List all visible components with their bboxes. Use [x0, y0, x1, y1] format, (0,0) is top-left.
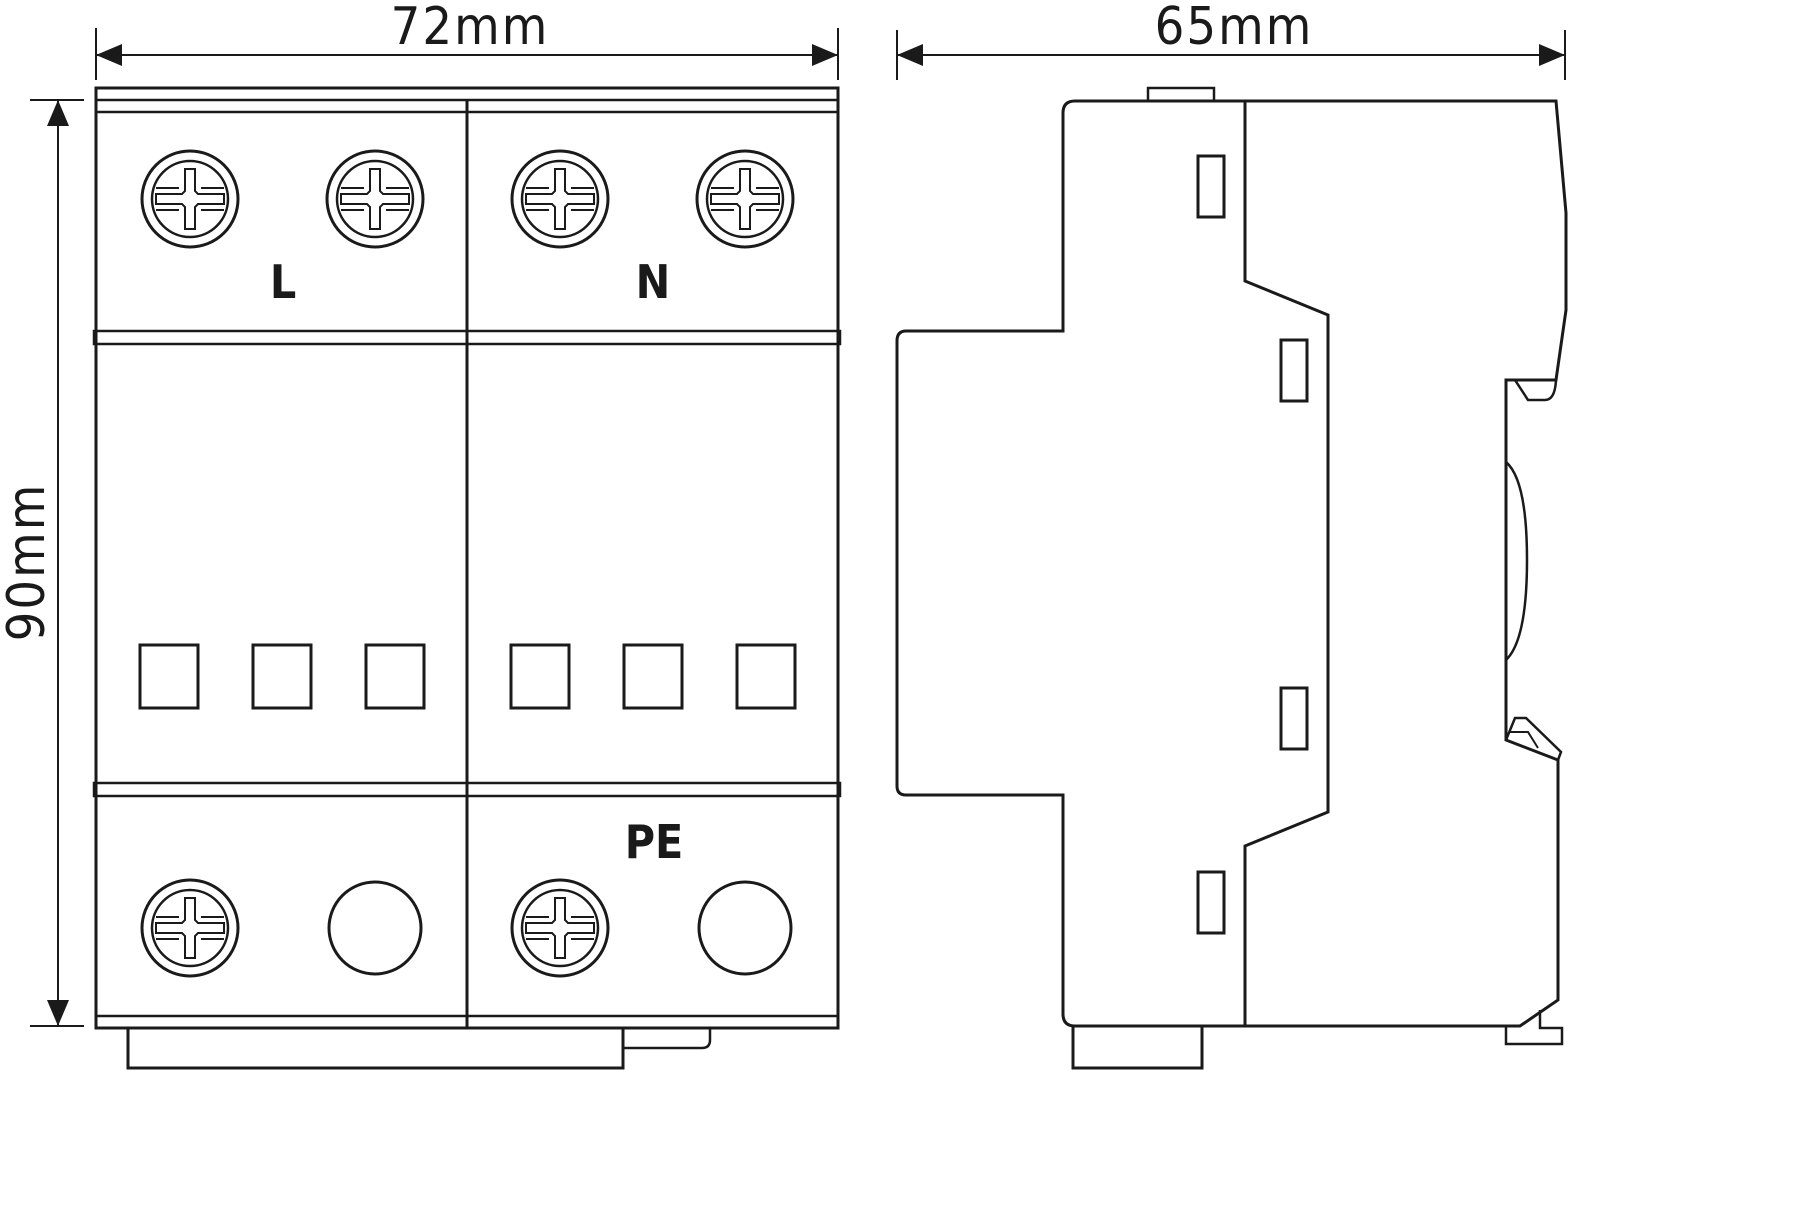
side-clip	[1279, 686, 1309, 751]
label-line: L	[270, 255, 296, 309]
indicator-window	[138, 643, 200, 710]
indicator-window	[622, 643, 684, 710]
terminal-screw	[510, 878, 610, 978]
rail-hook-upper	[1513, 379, 1558, 402]
indicator-window	[251, 643, 313, 710]
din-rail-base	[1071, 1024, 1204, 1070]
arrowhead-left	[897, 44, 923, 66]
terminal-screw	[140, 878, 240, 978]
terminal-hole	[697, 880, 793, 976]
side-view	[895, 86, 1568, 1070]
surge-protector-dimension-drawing: 72mm 90mm 65mm	[0, 0, 1568, 1070]
indicator-window	[735, 643, 797, 710]
terminal-hole	[327, 880, 423, 976]
terminal-screw	[510, 149, 610, 249]
width-label: 72mm	[391, 0, 550, 57]
side-clip	[1279, 338, 1309, 403]
height-dimension: 90mm	[0, 99, 84, 1027]
width-dimension: 72mm	[95, 0, 839, 80]
rail-curve	[1505, 461, 1529, 661]
front-view: L N PE	[92, 86, 842, 1070]
height-label: 90mm	[0, 483, 57, 642]
arrowhead-up	[47, 100, 69, 126]
terminal-screw	[695, 149, 795, 249]
terminal-screw	[325, 149, 425, 249]
arrowhead-right	[812, 44, 838, 66]
arrowhead-left	[96, 44, 122, 66]
side-clip	[1196, 154, 1226, 219]
rail-hook-lower	[1504, 716, 1563, 761]
din-rail-base	[126, 1026, 625, 1070]
label-neutral: N	[636, 255, 671, 309]
terminal-screw	[140, 149, 240, 249]
label-protective-earth: PE	[625, 815, 684, 869]
top-latch	[1146, 86, 1216, 103]
base-tab	[623, 1026, 712, 1050]
indicator-window	[364, 643, 426, 710]
bottom-clip	[1504, 1010, 1564, 1046]
arrowhead-down	[47, 1000, 69, 1026]
indicator-window	[509, 643, 571, 710]
arrowhead-right	[1539, 44, 1565, 66]
depth-label: 65mm	[1155, 0, 1314, 57]
depth-dimension: 65mm	[896, 0, 1566, 80]
side-clip	[1196, 870, 1226, 935]
